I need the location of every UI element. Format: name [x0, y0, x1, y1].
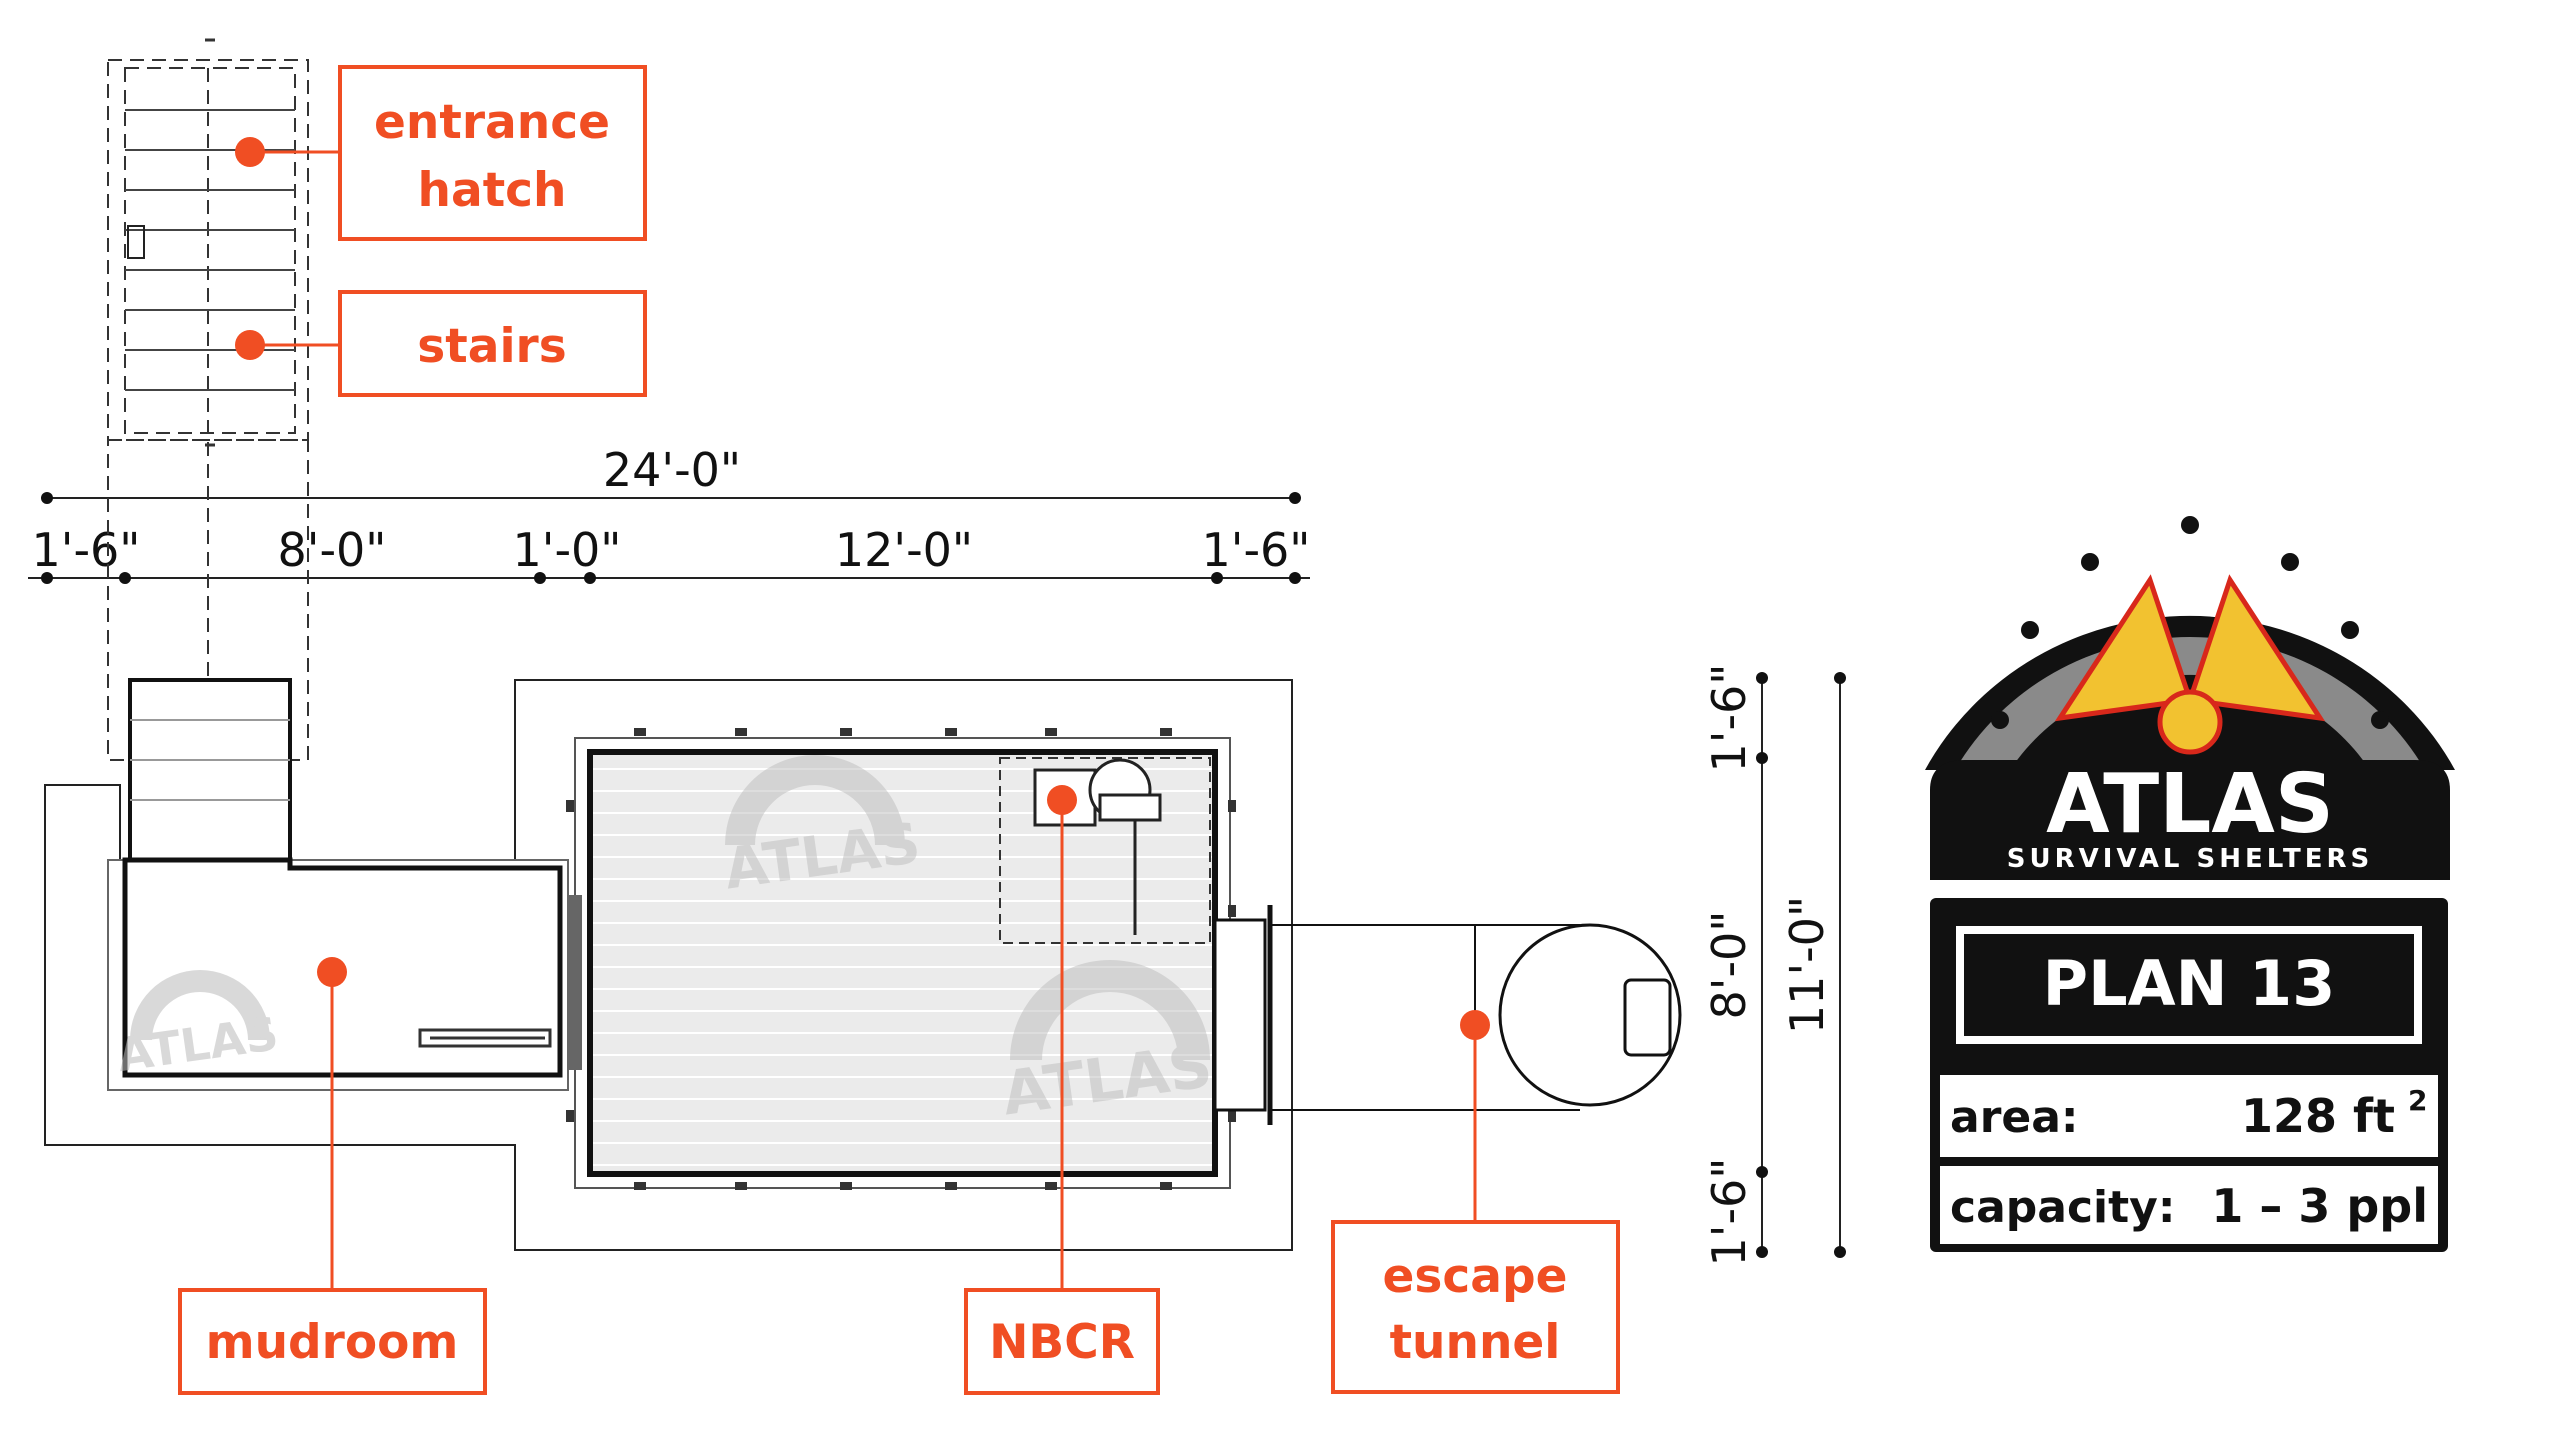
plan-title-box: [1956, 926, 2422, 1044]
dimension-segment-4: 12'-0": [835, 523, 973, 577]
main-shelter-room: ATLAS ATLAS: [566, 728, 1236, 1190]
capacity-row: [1940, 1166, 2438, 1244]
nbcr-zone: [999, 757, 1211, 944]
capacity-value: 1 – 3 ppl: [2211, 1179, 2428, 1233]
capacity-label: capacity:: [1950, 1182, 2175, 1233]
atlas-logo: ATLAS SURVIVAL SHELTERS: [1925, 516, 2455, 880]
area-value: 128 ft: [2241, 1089, 2395, 1143]
vertical-segment-3: 1'-6": [1702, 1158, 1756, 1267]
callout-label-entrance: entrance: [374, 95, 610, 150]
callout-stairs: stairs: [235, 290, 647, 397]
callout-mudroom: mudroom: [178, 957, 487, 1395]
callout-label-mudroom: mudroom: [206, 1315, 459, 1370]
vertical-segment-1: 1'-6": [1702, 664, 1756, 773]
dimension-segment-2: 8'-0": [278, 523, 387, 577]
stair-shaft: [107, 38, 309, 862]
dimension-segment-5: 1'-6": [1202, 523, 1311, 577]
vertical-segment-2: 8'-0": [1702, 911, 1756, 1020]
area-unit-exponent: 2: [2408, 1084, 2427, 1117]
callout-escape-tunnel: escape tunnel: [1331, 1010, 1620, 1394]
plan-title: PLAN 13: [2043, 947, 2336, 1020]
logo-trefoil-left: [2054, 574, 2194, 722]
logo-trefoil-right: [2186, 574, 2326, 722]
vertical-dimensions: 1'-6" 8'-0" 1'-6" 11'-0": [1702, 664, 1846, 1267]
overall-width-label: 11'-0": [1780, 896, 1834, 1034]
wall-anchors: [566, 728, 1236, 1190]
excavation-outline: [44, 679, 1293, 1251]
horizontal-dimensions: 24'-0" 1'-6" 8'-0" 1'-0" 12'-0" 1'-6": [28, 443, 1310, 584]
logo-tagline-text: SURVIVAL SHELTERS: [2007, 844, 2374, 874]
plan-info-card: PLAN 13 area: 128 ft 2 capacity: 1 – 3 p…: [1930, 898, 2448, 1252]
area-label: area:: [1950, 1092, 2079, 1143]
dimension-segment-1: 1'-6": [32, 523, 141, 577]
mudroom-shelf: [418, 1028, 552, 1048]
logo-bolts: [1991, 516, 2389, 729]
callout-label-escape: escape: [1383, 1249, 1568, 1304]
callout-label-nbcr: NBCR: [989, 1315, 1135, 1370]
area-row: [1940, 1075, 2438, 1157]
escape-tunnel-structure: [1213, 905, 1682, 1125]
dimension-segment-3: 1'-0": [513, 523, 622, 577]
callout-nbcr: NBCR: [964, 785, 1160, 1395]
logo-brand-text: ATLAS: [2046, 757, 2334, 852]
overall-length-label: 24'-0": [603, 443, 741, 497]
blast-door: [568, 895, 582, 1070]
callout-label-stairs: stairs: [417, 319, 566, 374]
callout-label-tunnel: tunnel: [1390, 1315, 1561, 1370]
logo-trefoil-center: [2157, 689, 2223, 755]
callout-entrance-hatch: entrance hatch: [235, 65, 647, 241]
logo-banner: [1930, 760, 2450, 880]
dimension-tick-dots: [41, 492, 1301, 584]
callout-label-hatch: hatch: [418, 163, 567, 218]
